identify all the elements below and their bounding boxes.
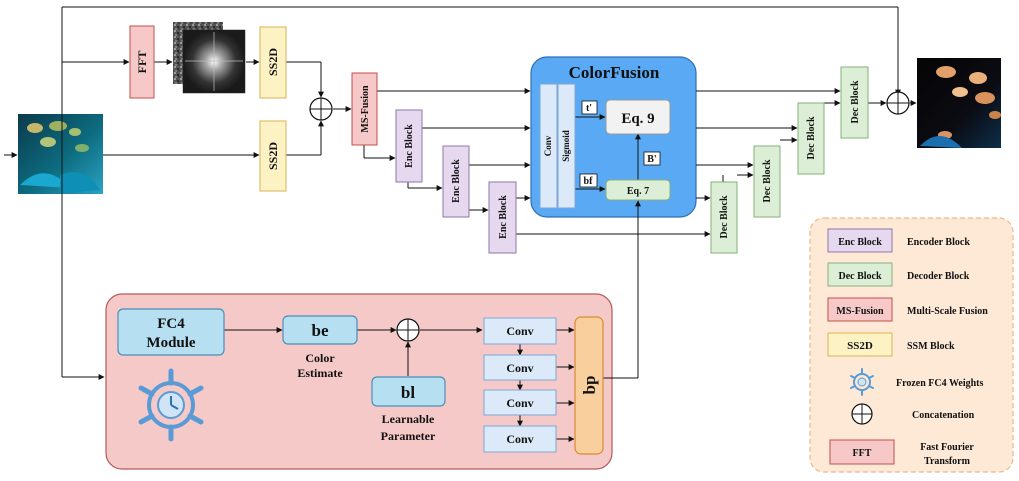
input-image bbox=[18, 114, 103, 194]
legend-key: SS2D bbox=[847, 340, 873, 352]
legend-item-fft: FFT Fast Fourier Transform bbox=[829, 439, 974, 467]
bp-label: bp bbox=[580, 376, 599, 395]
dec-block-label: Dec Block bbox=[719, 195, 730, 238]
legend-desc: Encoder Block bbox=[907, 237, 970, 248]
dec-block-4: Dec Block bbox=[840, 66, 869, 139]
learnable-line2: Parameter bbox=[381, 429, 436, 443]
ss2d-label: SS2D bbox=[266, 142, 280, 170]
concat-node-output bbox=[886, 91, 910, 115]
bf-label: bf bbox=[584, 176, 594, 187]
legend-key: Enc Block bbox=[838, 237, 882, 248]
bl-label: bl bbox=[401, 383, 415, 402]
conv-box-1: Conv bbox=[483, 317, 557, 345]
legend-desc-line2: Transform bbox=[924, 456, 971, 467]
fc4-module-line1: FC4 bbox=[157, 316, 185, 332]
dec-block-label: Dec Block bbox=[850, 80, 861, 123]
concat-node-fc4 bbox=[396, 318, 420, 342]
ss2d-label: SS2D bbox=[266, 48, 280, 76]
color-estimate-line2: Estimate bbox=[297, 366, 343, 380]
t-prime-label: t' bbox=[586, 103, 592, 114]
legend-desc: SSM Block bbox=[907, 341, 955, 352]
concat-icon bbox=[851, 403, 873, 425]
bl-box: bl bbox=[371, 376, 446, 407]
enc-block-label: Enc Block bbox=[451, 159, 462, 203]
dec-block-1: Dec Block bbox=[710, 181, 738, 254]
learnable-line1: Learnable bbox=[382, 412, 435, 426]
be-box: be bbox=[282, 315, 358, 345]
legend-desc: Decoder Block bbox=[907, 271, 970, 282]
legend-item-enc: Enc Block Encoder Block bbox=[827, 228, 970, 253]
dec-block-2: Dec Block bbox=[753, 145, 781, 218]
eq7-box: Eq. 7 bbox=[605, 179, 671, 201]
legend-desc: Multi-Scale Fusion bbox=[907, 306, 988, 317]
legend-desc: Concatenation bbox=[912, 410, 975, 421]
conv-box-4: Conv bbox=[483, 425, 557, 453]
fc4-module-line2: Module bbox=[146, 335, 196, 351]
b-prime-label: B' bbox=[647, 154, 657, 165]
conv-label: Conv bbox=[506, 324, 533, 338]
enc-block-label: Enc Block bbox=[498, 195, 509, 239]
eq9-box: Eq. 9 bbox=[605, 99, 671, 135]
legend-key: Dec Block bbox=[838, 271, 881, 282]
conv-box-3: Conv bbox=[483, 389, 557, 416]
enc-block-label: Enc Block bbox=[404, 124, 415, 168]
snowflake-icon bbox=[138, 368, 204, 442]
fft-label: FFT bbox=[135, 51, 149, 74]
enc-block-3: Enc Block bbox=[488, 181, 517, 254]
color-estimate-line1: Color bbox=[305, 351, 335, 365]
bp-box: bp bbox=[574, 316, 604, 455]
legend-item-ss2d: SS2D SSM Block bbox=[827, 332, 955, 357]
t-prime-tag: t' bbox=[581, 100, 598, 115]
fc4-module-box: FC4 Module bbox=[117, 308, 225, 356]
snowflake-icon bbox=[850, 368, 874, 396]
legend-key: MS-Fusion bbox=[836, 306, 884, 317]
legend-desc-line1: Fast Fourier bbox=[920, 442, 974, 453]
fft-block: FFT bbox=[129, 25, 155, 99]
concat-node-1 bbox=[309, 97, 333, 121]
enc-block-1: Enc Block bbox=[395, 109, 423, 183]
conv-box-2: Conv bbox=[483, 354, 557, 381]
conv-label: Conv bbox=[506, 432, 533, 446]
be-label: be bbox=[312, 321, 329, 340]
sigmoid-column: Sigmoid bbox=[557, 83, 576, 209]
legend-item-dec: Dec Block Decoder Block bbox=[827, 262, 970, 287]
colorfusion-title: ColorFusion bbox=[569, 63, 660, 82]
legend-item-ms-fusion: MS-Fusion Multi-Scale Fusion bbox=[827, 297, 988, 322]
eq7-label: Eq. 7 bbox=[627, 186, 649, 197]
legend-item-concat: Concatenation bbox=[851, 403, 975, 425]
ms-fusion-label: MS-Fusion bbox=[360, 85, 371, 133]
enc-block-2: Enc Block bbox=[442, 145, 470, 218]
conv-label: Conv bbox=[506, 361, 533, 375]
eq9-label: Eq. 9 bbox=[621, 111, 654, 127]
bf-tag: bf bbox=[579, 173, 598, 188]
sigmoid-label: Sigmoid bbox=[561, 130, 571, 162]
legend-desc: Frozen FC4 Weights bbox=[896, 378, 984, 389]
fft-spectrum-image bbox=[173, 22, 246, 94]
ms-fusion-block: MS-Fusion bbox=[351, 72, 378, 146]
connections bbox=[4, 6, 917, 442]
conv-column: Conv bbox=[539, 83, 558, 209]
ss2d-block-top: SS2D bbox=[259, 26, 287, 99]
legend-key: FFT bbox=[853, 448, 872, 459]
output-image bbox=[917, 58, 1001, 148]
cf-conv-label: Conv bbox=[543, 135, 553, 156]
b-prime-tag: B' bbox=[643, 151, 661, 166]
dec-block-label: Dec Block bbox=[806, 116, 817, 159]
legend-item-frozen: Frozen FC4 Weights bbox=[850, 368, 984, 396]
ss2d-block-bottom: SS2D bbox=[259, 120, 287, 192]
dec-block-label: Dec Block bbox=[762, 159, 773, 202]
dec-block-3: Dec Block bbox=[797, 102, 825, 175]
conv-label: Conv bbox=[506, 396, 533, 410]
